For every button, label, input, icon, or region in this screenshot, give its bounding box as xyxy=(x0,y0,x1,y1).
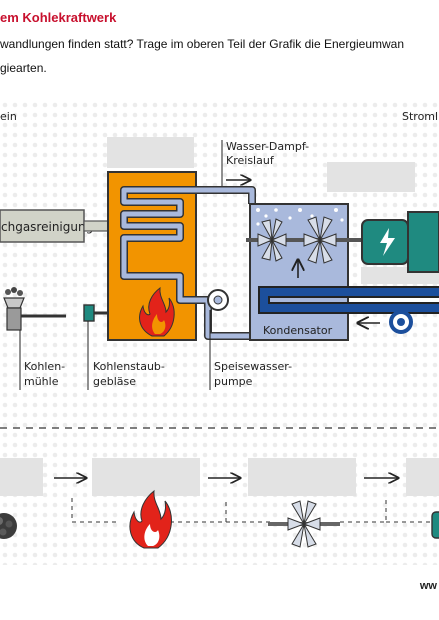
coal-blower xyxy=(83,304,95,322)
answer-box-chain-3[interactable] xyxy=(248,458,356,496)
turbine-chain-icon xyxy=(268,500,340,548)
steam-dots xyxy=(256,208,344,226)
label-top-right: Stroml xyxy=(402,110,438,123)
turbine-icon xyxy=(257,216,337,264)
instruction-line-1: wandlungen finden statt? Trage im oberen… xyxy=(0,37,405,51)
instruction-line-2: giearten. xyxy=(0,61,47,75)
cooling-water-loop xyxy=(260,288,439,312)
mill-label-line1: Kohlen- xyxy=(24,360,65,373)
pump-label-line2: pumpe xyxy=(214,375,253,388)
lightning-icon xyxy=(380,228,395,256)
footer-url: ww xyxy=(419,580,437,592)
feedwater-pipe xyxy=(121,268,250,339)
blower-label-line1: Kohlenstaub- xyxy=(93,360,165,373)
answer-box-chain-2[interactable] xyxy=(92,458,200,496)
page-title: em Kohlekraftwerk xyxy=(0,10,117,25)
answer-box-chain-4[interactable] xyxy=(406,458,439,496)
coal-icon xyxy=(0,513,17,539)
boiler-flame-icon xyxy=(139,286,175,337)
answer-box-chain-1[interactable] xyxy=(0,458,43,496)
cycle-label-line2: Kreislauf xyxy=(226,154,275,167)
label-top-left: ein xyxy=(0,110,17,123)
flame-icon xyxy=(129,489,172,549)
pump-label-line1: Speisewasser- xyxy=(214,360,292,373)
condenser-label: Kondensator xyxy=(263,324,333,337)
flue-gas-label: chgasreinigung xyxy=(1,220,93,234)
coal-mill xyxy=(3,287,66,331)
power-plant-diagram: ein Stroml Wasser-Dampf- Kreislauf chgas… xyxy=(0,100,439,565)
mill-label-line2: mühle xyxy=(24,375,59,388)
blower-label-line2: gebläse xyxy=(93,375,136,388)
cycle-label-line1: Wasser-Dampf- xyxy=(226,140,309,153)
answer-box-boiler[interactable] xyxy=(107,137,194,168)
generator-icon xyxy=(431,511,439,539)
answer-box-turbine[interactable] xyxy=(327,162,415,192)
steam-pipe xyxy=(121,187,255,268)
